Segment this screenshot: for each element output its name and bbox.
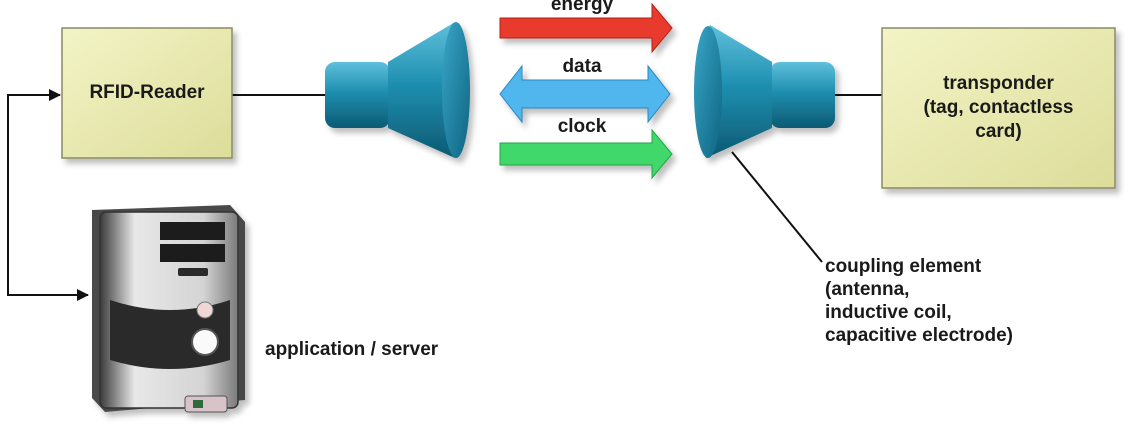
coupling-line-3: inductive coil,	[825, 302, 952, 323]
transponder-antenna	[694, 25, 835, 158]
rfid-reader-text: RFID-Reader	[89, 82, 205, 103]
rfid-reader-label: RFID-Reader	[62, 28, 232, 158]
rfid-reader-box	[61, 27, 233, 159]
clock-label: clock	[557, 116, 607, 137]
transponder-antenna-neck	[770, 62, 835, 128]
drive-bay-2	[160, 244, 225, 262]
reader-antenna	[325, 22, 470, 158]
power-button-icon	[191, 328, 219, 356]
signal-arrows	[499, 2, 673, 180]
coupling-element-label: coupling element (antenna, inductive coi…	[825, 255, 1013, 347]
data-arrow	[499, 64, 671, 124]
transponder-antenna-face	[694, 26, 722, 158]
connector-lines	[7, 89, 882, 301]
transponder-line-1: transponder	[943, 73, 1054, 94]
transponder-line-3: card)	[975, 121, 1022, 142]
reader-antenna-face	[442, 22, 470, 158]
transponder-label: transponder (tag, contactless card)	[882, 28, 1115, 188]
energy-arrow	[499, 2, 673, 54]
server-computer	[92, 205, 245, 413]
coupling-line-1: coupling element	[825, 256, 982, 277]
port-icon	[193, 400, 203, 408]
coupling-line-4: capacitive electrode)	[825, 325, 1013, 346]
data-label: data	[562, 56, 602, 77]
front-port-panel	[184, 395, 228, 413]
server-label: application / server	[265, 339, 439, 360]
coupling-pointer-line	[731, 151, 823, 263]
drive-bay-1	[160, 222, 225, 240]
transponder-box	[881, 27, 1116, 189]
clock-arrow	[499, 128, 673, 180]
power-led-icon	[196, 301, 214, 319]
coupling-line-2: (antenna,	[825, 279, 910, 300]
transponder-line-2: (tag, contactless	[923, 97, 1074, 118]
floppy-slot	[178, 268, 208, 276]
reader-antenna-neck	[325, 62, 390, 128]
energy-label: energy	[550, 0, 614, 15]
